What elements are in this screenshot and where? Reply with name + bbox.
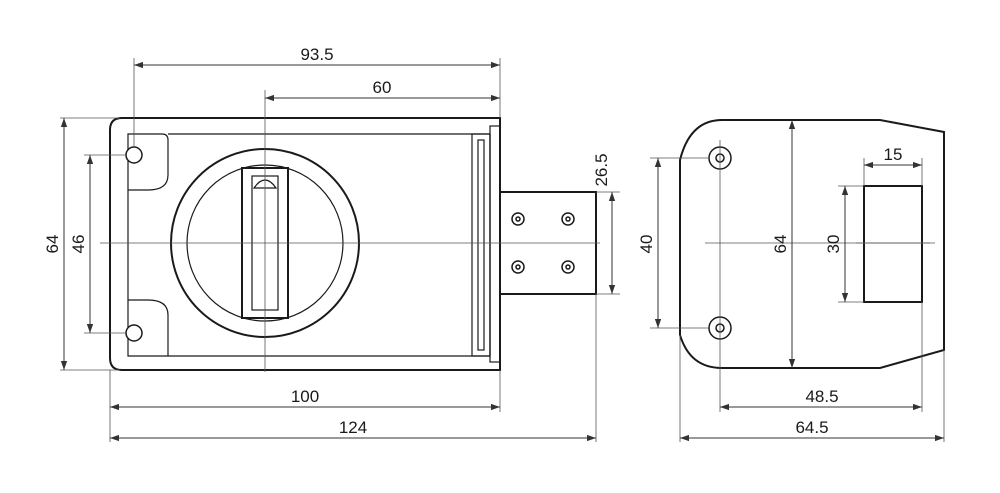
- dim-label-60: 60: [373, 78, 392, 97]
- bolt-rail-inner: [477, 139, 485, 351]
- dim-label-15: 15: [884, 145, 903, 164]
- dim-label-46: 46: [69, 235, 88, 254]
- side-body-outline: [679, 119, 945, 369]
- latch-screws: [511, 212, 575, 274]
- dim-label-124: 124: [339, 418, 367, 437]
- inner-plate-main: [127, 133, 491, 357]
- dim-label-100: 100: [291, 387, 319, 406]
- dim-label-48-5: 48.5: [805, 387, 838, 406]
- dim-label-93-5: 93.5: [300, 45, 333, 64]
- dim-label-64-front: 64: [43, 235, 62, 254]
- dim-label-40: 40: [637, 235, 656, 254]
- dim-label-30: 30: [824, 235, 843, 254]
- side-view: 40 64 15 30 48.5 64.5: [637, 119, 945, 442]
- mount-hole-bottom: [125, 324, 143, 342]
- mount-hole-top: [125, 146, 143, 164]
- dim-label-26-5: 26.5: [592, 153, 611, 186]
- dim-label-64-side: 64: [771, 235, 790, 254]
- knob-indicator: [252, 179, 278, 189]
- side-slot: [863, 185, 923, 303]
- dim-label-64-5: 64.5: [795, 418, 828, 437]
- inner-plate: [127, 133, 169, 191]
- front-view: 93.5 60 64 46 26.5 100 124: [43, 45, 620, 442]
